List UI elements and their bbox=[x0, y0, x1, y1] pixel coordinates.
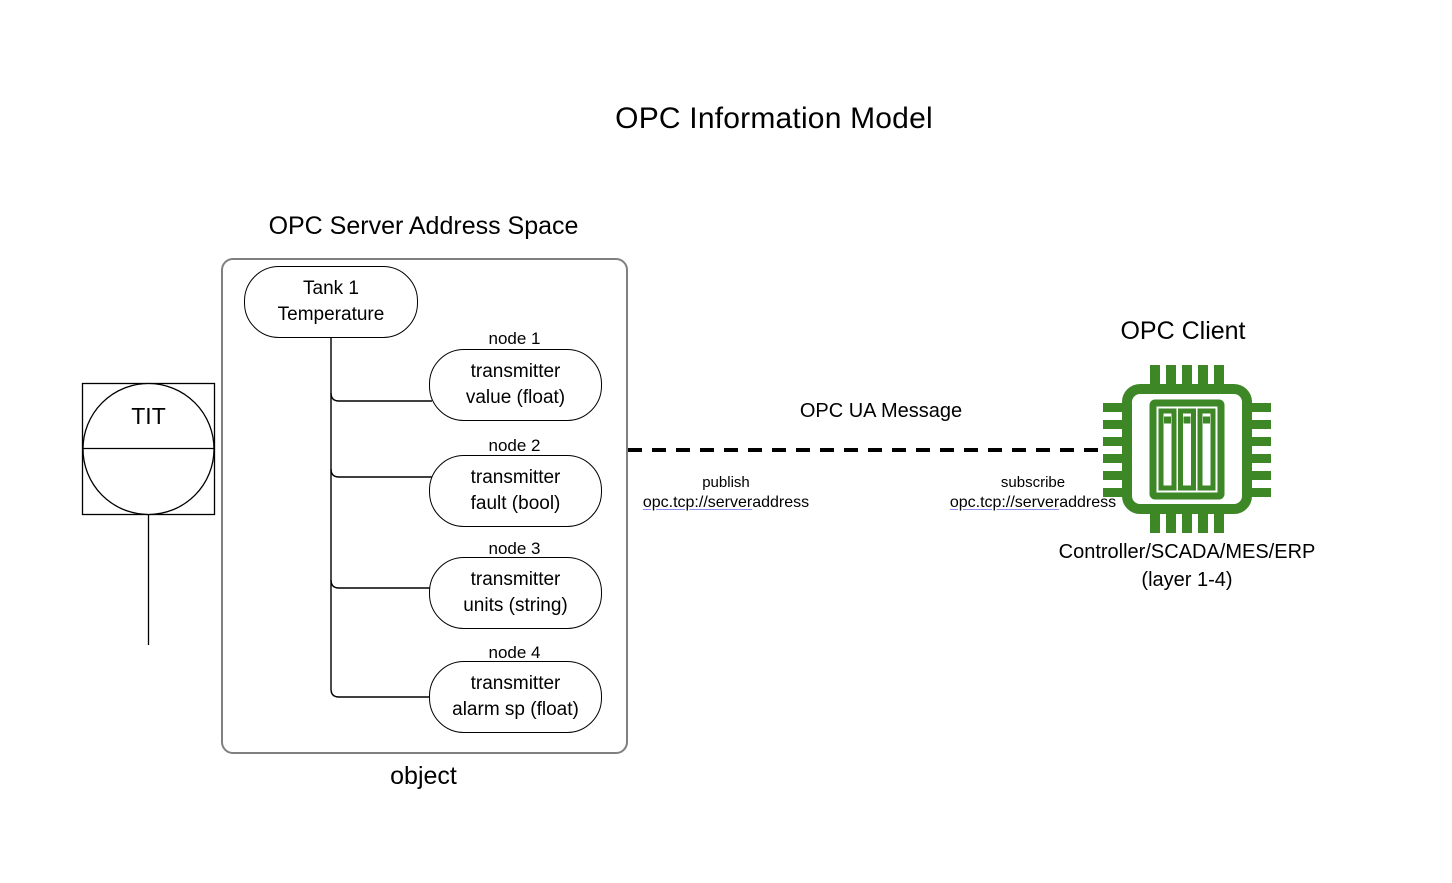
server-address-space-container bbox=[221, 258, 628, 754]
node1-line2: value (float) bbox=[465, 387, 566, 408]
client-caption: Controller/SCADA/MES/ERP (layer 1-4) bbox=[1022, 538, 1352, 594]
subscribe-label: subscribe bbox=[1000, 474, 1066, 491]
node1-line1: transmitter bbox=[470, 361, 561, 382]
node2-line1: transmitter bbox=[470, 467, 561, 488]
subscribe-url-link[interactable]: opc.tcp://server bbox=[949, 494, 1060, 511]
page-title: OPC Information Model bbox=[615, 102, 933, 135]
publish-url-link[interactable]: opc.tcp://server bbox=[642, 494, 753, 511]
node4-label: node 4 bbox=[488, 643, 541, 662]
microchip-icon bbox=[1103, 365, 1271, 533]
microchip-icon-svg bbox=[1103, 365, 1271, 533]
server-address-space-heading: OPC Server Address Space bbox=[268, 212, 579, 240]
tank-temperature-node: Tank 1 Temperature bbox=[244, 266, 418, 338]
node3-pill: transmitter units (string) bbox=[429, 557, 602, 629]
chip-bar-dots bbox=[1164, 416, 1210, 424]
node3-line2: units (string) bbox=[463, 595, 568, 616]
publish-label: publish bbox=[702, 474, 750, 491]
node4-line1: transmitter bbox=[470, 673, 561, 694]
subscribe-url: opc.tcp://serveraddress bbox=[933, 494, 1133, 512]
publish-url: opc.tcp://serveraddress bbox=[626, 494, 826, 512]
node2-label: node 2 bbox=[488, 436, 541, 455]
node2-pill: transmitter fault (bool) bbox=[429, 455, 602, 527]
publish-url-rest: address bbox=[752, 494, 810, 511]
node1-pill: transmitter value (float) bbox=[429, 349, 602, 421]
node4-pill: transmitter alarm sp (float) bbox=[429, 661, 602, 733]
object-label: object bbox=[390, 762, 457, 790]
tit-tag-label: TIT bbox=[131, 403, 166, 429]
node2-line2: fault (bool) bbox=[470, 493, 561, 514]
node1-label: node 1 bbox=[488, 329, 541, 348]
node4-line2: alarm sp (float) bbox=[452, 699, 579, 720]
chip-bars bbox=[1158, 408, 1216, 491]
node3-label: node 3 bbox=[488, 539, 541, 558]
chip-pins bbox=[1103, 365, 1271, 533]
node3-line1: transmitter bbox=[470, 569, 561, 590]
tank-node-line1: Tank 1 bbox=[303, 278, 359, 299]
tank-node-line2: Temperature bbox=[277, 304, 385, 325]
client-caption-line2: (layer 1-4) bbox=[1141, 569, 1233, 591]
client-caption-line1: Controller/SCADA/MES/ERP bbox=[1058, 541, 1316, 563]
subscribe-url-rest: address bbox=[1059, 494, 1117, 511]
opc-client-heading: OPC Client bbox=[1120, 317, 1246, 345]
opc-ua-message-label: OPC UA Message bbox=[799, 400, 963, 422]
